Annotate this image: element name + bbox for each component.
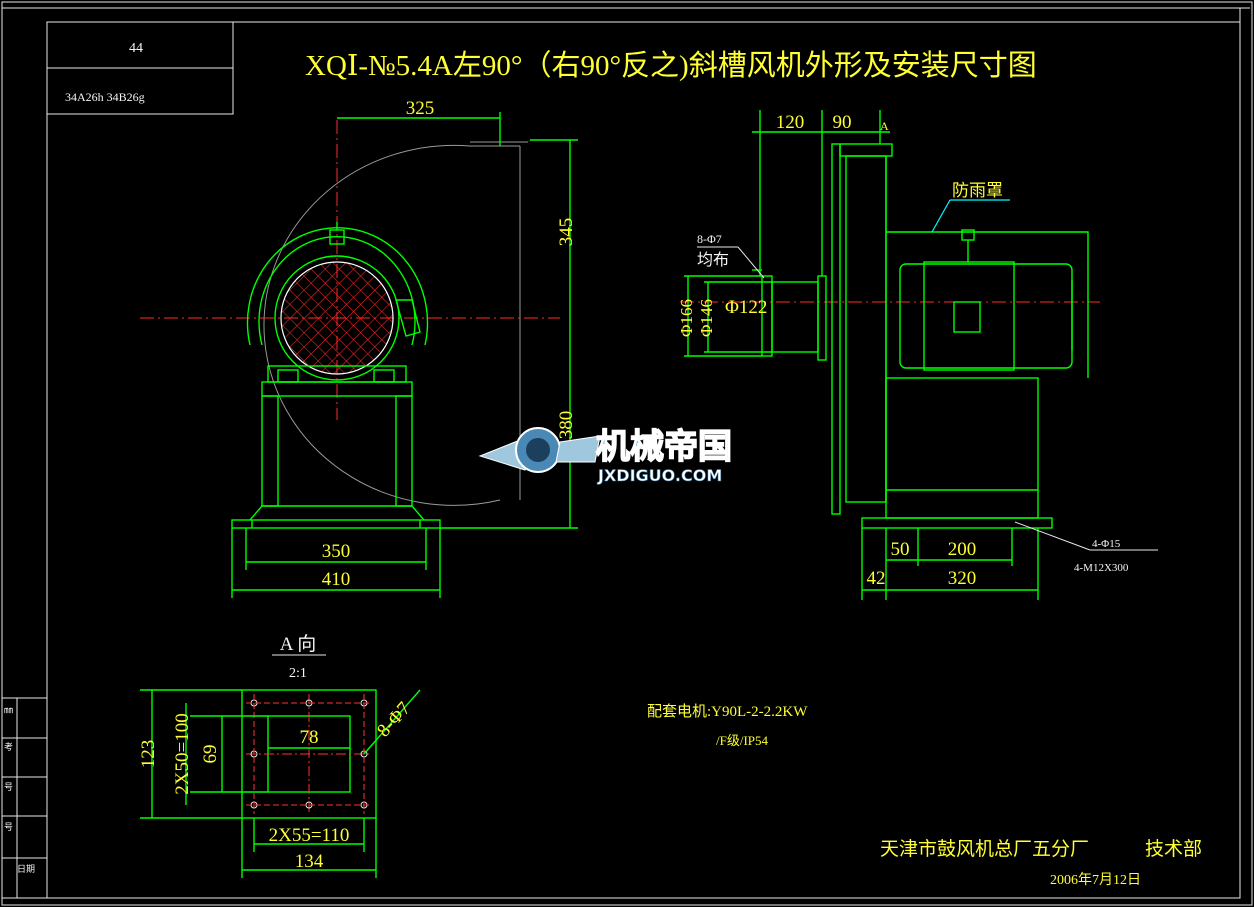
front-dim-345: 345 [556, 218, 577, 247]
watermark-logo: 机械帝国 JXDIGUO.COM [478, 426, 733, 485]
side-dim-50: 50 [891, 539, 910, 560]
drawing-date: 2006年7月12日 [1050, 872, 1141, 888]
side-d146: Φ146 [697, 299, 716, 337]
watermark-brand: 机械帝国 [596, 427, 732, 467]
title-block: 44 34A26h 34B26g [46, 21, 234, 115]
left-table-row-1: ㎜ [4, 705, 13, 715]
a-dim-134: 134 [295, 851, 324, 872]
company-name: 天津市鼓风机总厂五分厂 [880, 838, 1089, 860]
a-dim-123: 123 [138, 740, 159, 769]
rain-cover-label: 防雨罩 [952, 181, 1003, 200]
left-table-row-2: 考 [4, 742, 13, 752]
motor-spec-line1: 配套电机:Y90L-2-2.2KW [647, 703, 808, 720]
side-dim-200: 200 [948, 539, 977, 560]
bolts-label: 4-M12X300 [1074, 562, 1129, 574]
side-dim-90: 90 [833, 112, 852, 133]
side-d122: Φ122 [725, 297, 767, 318]
side-holes-label: 8-Φ7 [697, 232, 722, 246]
drawing-title: XQⅠ-№5.4A左90°（右90°反之)斜槽风机外形及安装尺寸图 [305, 49, 1037, 82]
a-dim-100: 2X50=100 [172, 713, 193, 794]
a-view: A 向 2:1 78 123 2X50=100 69 2X55=110 [138, 633, 421, 878]
title-block-top: 44 [129, 41, 143, 56]
a-dim-110: 2X55=110 [269, 825, 350, 846]
front-dim-410: 410 [322, 569, 351, 590]
title-block-bottom: 34A26h 34B26g [65, 90, 145, 104]
side-view: 120 90 A 防雨罩 8-Φ7 均布 Φ166 Φ146 Φ122 50 2… [677, 110, 1158, 600]
side-label-a: A [880, 119, 889, 133]
front-dim-325: 325 [406, 98, 435, 119]
bolt-holes-label: 4-Φ15 [1092, 538, 1121, 550]
watermark-url: JXDIGUO.COM [597, 466, 722, 485]
motor-spec-line2: /F级/IP54 [716, 733, 769, 748]
left-table-row-4: 号 [4, 822, 13, 832]
left-table-row-3: 号 [4, 782, 13, 792]
left-table: ㎜ 考 号 号 日期 [1, 697, 48, 899]
front-dim-380: 380 [556, 411, 577, 440]
side-dim-42: 42 [867, 568, 886, 589]
side-dim-120: 120 [776, 112, 805, 133]
side-dim-320: 320 [948, 568, 977, 589]
company-dept: 技术部 [1145, 838, 1202, 860]
front-dim-350: 350 [322, 541, 351, 562]
a-holes-label: 8-Φ7 [373, 698, 415, 741]
left-table-row-5: 日期 [17, 864, 35, 874]
a-view-title: A 向 [280, 633, 316, 655]
side-d166: Φ166 [677, 299, 696, 337]
a-view-scale: 2:1 [289, 666, 307, 681]
front-view: 325 345 380 350 410 [140, 98, 578, 598]
side-even-label: 均布 [697, 251, 729, 269]
a-dim-78: 78 [300, 727, 319, 748]
a-dim-69: 69 [200, 745, 221, 764]
